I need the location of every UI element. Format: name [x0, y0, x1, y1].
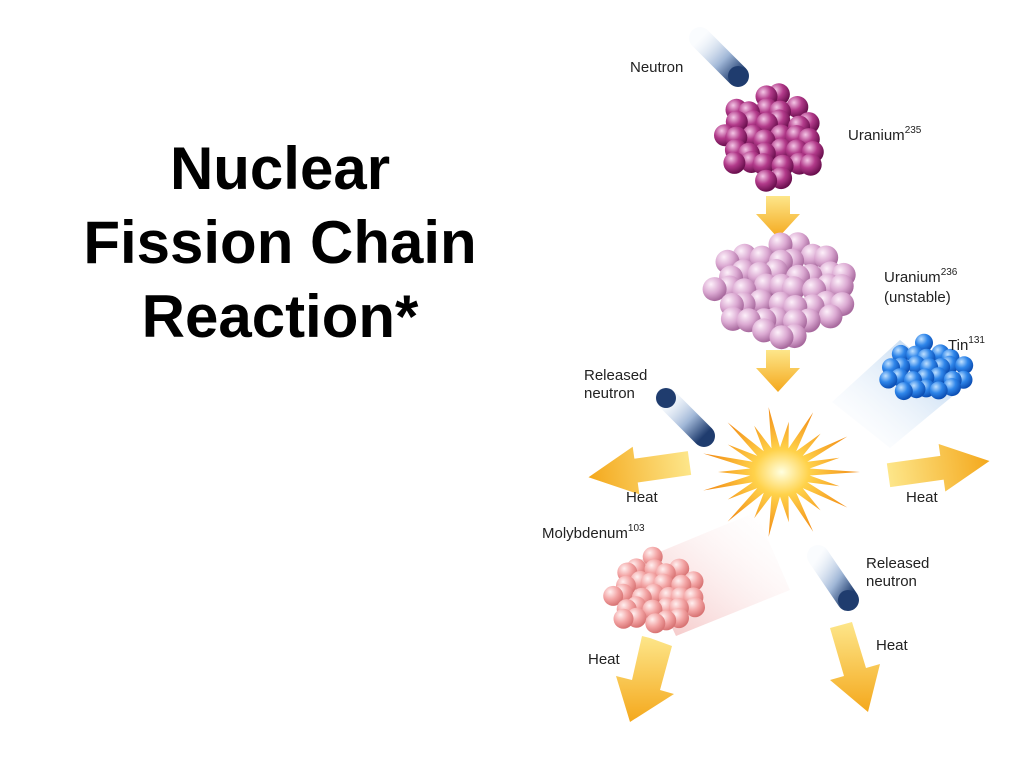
label-released-neutron-right: Released — [866, 555, 929, 572]
nucleon — [879, 370, 898, 389]
nucleon — [645, 613, 666, 634]
uranium-235-nucleus — [714, 83, 824, 192]
nucleon — [769, 325, 794, 350]
label-molybdenum-103: Molybdenum103 — [542, 523, 645, 542]
label-heat-bottom-left: Heat — [588, 651, 621, 668]
label-heat-bottom-right: Heat — [876, 637, 909, 654]
nucleon — [702, 277, 727, 302]
heat-arrow-left — [588, 446, 692, 495]
label-uranium-235: Uranium235 — [848, 125, 922, 144]
molybdenum-103-nucleus — [603, 546, 705, 634]
heat-arrow-bottom-left — [616, 636, 674, 722]
nucleon — [603, 585, 624, 606]
label-tin-131: Tin131 — [948, 335, 985, 354]
label-uranium-236-state: (unstable) — [884, 289, 951, 306]
nucleon — [829, 274, 854, 299]
nucleon — [685, 597, 705, 618]
uranium-236-nucleus — [702, 232, 856, 350]
nucleon — [818, 304, 843, 329]
nucleon — [799, 153, 822, 176]
nucleon — [723, 151, 746, 174]
arrow-down-2 — [756, 350, 800, 392]
nucleon — [613, 608, 634, 629]
label-heat-right: Heat — [906, 489, 939, 506]
nucleon — [786, 96, 809, 118]
heat-arrow-bottom-right — [830, 622, 880, 712]
label-uranium-236: Uranium236 — [884, 267, 958, 286]
label-heat-left: Heat — [626, 489, 659, 506]
nucleon — [929, 381, 948, 400]
slide-title: Nuclear Fission Chain Reaction* — [40, 132, 520, 354]
title-line-3: Reaction* — [141, 283, 419, 350]
fission-burst — [703, 407, 860, 537]
nucleon — [891, 344, 910, 363]
nucleon — [755, 169, 778, 192]
title-line-1: Nuclear — [169, 135, 391, 202]
label-released-neutron-left: Released — [584, 367, 647, 384]
released-neutron-right — [807, 545, 859, 611]
label-neutron: Neutron — [630, 59, 683, 76]
label-released-neutron-left-2: neutron — [584, 385, 635, 402]
nucleon — [894, 382, 913, 401]
tin-131-nucleus — [879, 333, 974, 401]
released-neutron-left — [655, 387, 715, 447]
incoming-neutron — [689, 27, 749, 87]
heat-arrow-right — [886, 443, 990, 492]
nucleon — [752, 153, 775, 176]
title-line-2: Fission Chain — [83, 209, 477, 276]
label-released-neutron-right-2: neutron — [866, 573, 917, 590]
nucleon — [955, 356, 974, 375]
arrow-down-1 — [756, 196, 800, 238]
